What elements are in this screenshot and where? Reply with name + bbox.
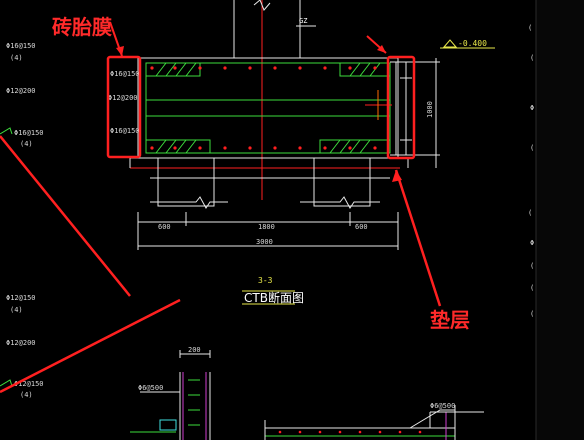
rebar-label-top: Φ16@150 <box>110 70 140 78</box>
detail-lower-left <box>130 350 211 440</box>
rebar-label-bottom: Φ16@150 <box>110 127 140 135</box>
svg-text:Φ: Φ <box>530 239 534 247</box>
beam-section <box>137 57 399 159</box>
section-number: 3-3 <box>258 276 273 285</box>
column-label: GZ <box>299 17 307 25</box>
rebar-label-mid: Φ12@200 <box>108 94 138 102</box>
svg-text:Φ16@150: Φ16@150 <box>6 42 36 50</box>
dim-left: 600 <box>158 223 171 231</box>
svg-text:(: ( <box>530 284 534 292</box>
dim-right: 600 <box>355 223 368 231</box>
svg-text:Φ: Φ <box>530 104 534 112</box>
svg-text:(: ( <box>528 209 532 217</box>
svg-text:(: ( <box>530 54 534 62</box>
brick-mold-highlight <box>106 55 142 159</box>
right-panel <box>536 0 584 440</box>
svg-text:Φ12@200: Φ12@200 <box>6 339 36 347</box>
svg-text:(4): (4) <box>10 54 23 62</box>
svg-text:(4): (4) <box>10 306 23 314</box>
detail-lower-right <box>264 405 484 440</box>
annotation-cushion: 垫层 <box>430 308 470 332</box>
svg-text:(4): (4) <box>20 140 33 148</box>
svg-text:Φ12@150: Φ12@150 <box>6 294 36 302</box>
bottom-label-left: Φ6@500 <box>138 384 163 392</box>
dim-middle: 1800 <box>258 223 275 231</box>
left-margin: Φ16@150 (4) Φ12@200 Φ16@150 (4) Φ12@150 … <box>0 42 44 399</box>
annotation-arrows <box>0 21 442 394</box>
height-dim-label: 1000 <box>426 101 434 118</box>
svg-text:Φ12@200: Φ12@200 <box>6 87 36 95</box>
right-panel-marks: ( ( Φ ( ( Φ ( ( ( <box>528 24 534 318</box>
elevation-marker <box>440 39 495 49</box>
dim-small-top: 200 <box>188 346 201 354</box>
width-dimension <box>137 212 399 250</box>
svg-text:(: ( <box>530 262 534 270</box>
bottom-label-right: Φ6@500 <box>430 402 455 410</box>
cushion-highlight <box>386 55 416 160</box>
svg-text:(4): (4) <box>20 391 33 399</box>
svg-text:Φ12@150: Φ12@150 <box>14 380 44 388</box>
cushion-layer <box>129 157 409 209</box>
svg-text:Φ16@150: Φ16@150 <box>14 129 44 137</box>
svg-text:(: ( <box>528 24 532 32</box>
svg-text:(: ( <box>530 310 534 318</box>
annotation-brick-mold: 砖胎膜 <box>52 15 112 39</box>
section-title: CTB断面图 <box>244 290 304 305</box>
svg-text:(: ( <box>530 144 534 152</box>
elevation-label: -0.400 <box>458 39 487 48</box>
dim-total: 3000 <box>256 238 273 246</box>
